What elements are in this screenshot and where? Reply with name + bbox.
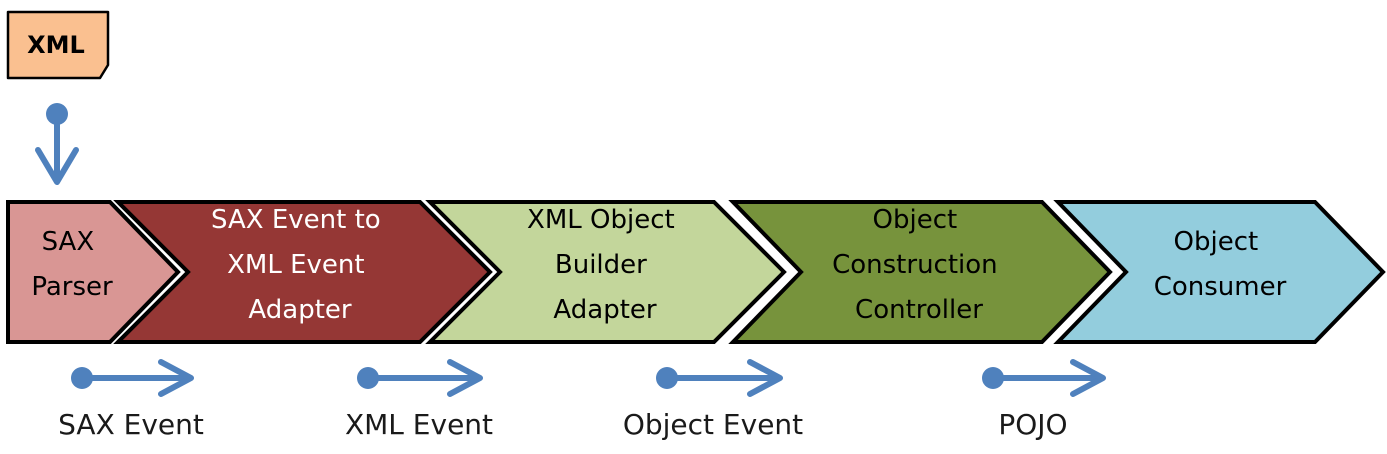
stage-label-line: Builder: [555, 250, 647, 280]
stage-label-line: Construction: [832, 250, 998, 280]
stage-label: XML Object Builder Adapter: [527, 205, 683, 325]
flow-pojo: POJO: [982, 359, 1106, 441]
stage-shape: [6, 200, 181, 344]
stage-shape: [425, 200, 787, 344]
input-connector-arrowhead: [35, 147, 79, 185]
stage-sax-to-xml-event-adapter: SAX Event to XML Event Adapter: [113, 200, 493, 344]
flow-object-event: Object Event: [623, 359, 803, 441]
xml-document: XML: [6, 10, 110, 80]
stage-shape: [1053, 200, 1386, 344]
stage-label-line: Consumer: [1154, 272, 1287, 302]
stage-label-line: Object: [1174, 227, 1259, 257]
xml-document-shape: [6, 10, 110, 80]
stage-label: Object Construction Controller: [832, 205, 1006, 325]
stage-label-line: SAX Event to: [211, 205, 381, 235]
stage-shape: [728, 200, 1113, 344]
flow-label: Object Event: [623, 408, 803, 441]
stage-label: SAX Parser: [31, 227, 113, 302]
flow-connector-arrowhead: [747, 359, 783, 397]
stage-label-line: XML Object: [527, 205, 675, 235]
stage-label-line: Controller: [855, 295, 983, 325]
flow-sax-event: SAX Event: [58, 359, 204, 441]
flow-xml-event: XML Event: [345, 359, 493, 441]
flow-label: SAX Event: [58, 408, 204, 441]
stage-label: SAX Event to XML Event Adapter: [211, 205, 389, 325]
stage-label-line: Object: [873, 205, 958, 235]
stage-object-consumer: Object Consumer: [1053, 200, 1386, 344]
flow-connector-arrowhead: [1070, 359, 1106, 397]
stage-xml-object-builder-adapter: XML Object Builder Adapter: [425, 200, 787, 344]
stage-label-line: Adapter: [553, 295, 656, 325]
stage-label-line: XML Event: [227, 250, 364, 280]
stage-label-line: SAX: [42, 227, 95, 257]
stage-shape: [113, 200, 493, 344]
stage-label: Object Consumer: [1154, 227, 1287, 302]
xml-document-label: XML: [27, 31, 85, 59]
input-connector: [35, 103, 79, 185]
flow-connector-arrowhead: [447, 359, 483, 397]
stage-label-line: Adapter: [248, 295, 351, 325]
stage-object-construction-controller: Object Construction Controller: [728, 200, 1113, 344]
flow-label: XML Event: [345, 408, 493, 441]
flow-connector-arrowhead: [158, 359, 194, 397]
flow-label: POJO: [998, 408, 1067, 441]
stage-sax-parser: SAX Parser: [6, 200, 181, 344]
stage-label-line: Parser: [31, 272, 113, 302]
